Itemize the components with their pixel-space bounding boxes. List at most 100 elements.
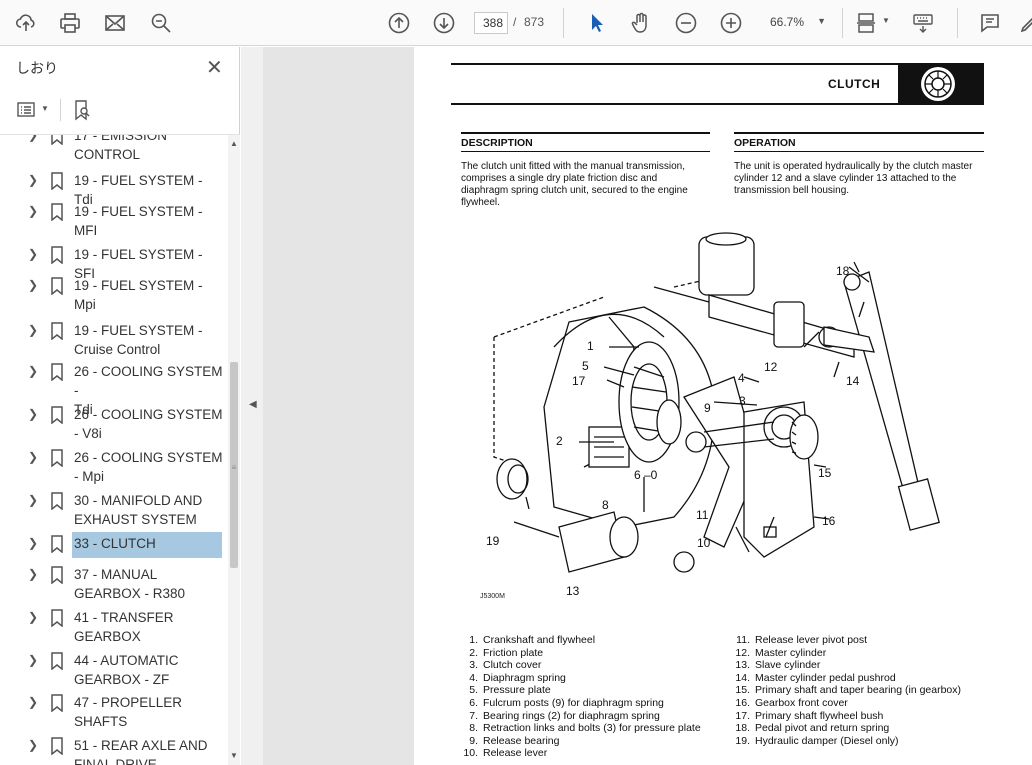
legend-text: Slave cylinder <box>755 659 821 672</box>
legend-number: 5. <box>469 684 478 697</box>
options-menu-icon[interactable] <box>14 97 42 123</box>
figure-code: J5300M <box>480 593 505 600</box>
prev-page-icon[interactable] <box>385 9 413 37</box>
section-rule <box>461 151 710 152</box>
toolbar: 388 / 873 66.7% ▼ ▼ <box>0 0 1032 46</box>
scroll-up-icon[interactable]: ▲ <box>230 139 238 148</box>
chevron-right-icon[interactable]: ❯ <box>28 536 39 550</box>
legend-item: 15.Primary shaft and taper bearing (in g… <box>734 684 1004 697</box>
legend-number: 1. <box>469 634 478 646</box>
panel-splitter[interactable]: ◀ <box>241 47 263 765</box>
chevron-right-icon[interactable]: ❯ <box>28 653 39 667</box>
bookmark-label: 26 - COOLING SYSTEM - Mpi <box>74 450 223 484</box>
scrollbar-thumb[interactable] <box>230 362 238 568</box>
bookmark-icon <box>51 363 63 381</box>
bookmark-icon <box>51 492 63 510</box>
callout-19: 19 <box>486 534 500 548</box>
section-rule <box>461 132 710 134</box>
chevron-right-icon[interactable]: ❯ <box>28 567 39 581</box>
chevron-right-icon[interactable]: ❯ <box>28 407 39 421</box>
legend-number: 8. <box>469 722 478 735</box>
print-icon[interactable] <box>56 9 84 37</box>
bookmark-label: 19 - FUEL SYSTEM - SFI <box>74 247 203 281</box>
legend-text: Master cylinder pedal pushrod <box>755 671 896 684</box>
close-icon[interactable]: ✕ <box>206 57 223 79</box>
legend-number: 19. <box>735 734 750 747</box>
legend-text: Primary shaft flywheel bush <box>755 709 884 722</box>
page-fit-icon[interactable] <box>852 9 880 37</box>
next-page-icon[interactable] <box>430 9 458 37</box>
bookmark-icon <box>51 277 63 295</box>
chevron-right-icon[interactable]: ❯ <box>28 695 39 709</box>
zoom-value: 66.7% <box>770 15 805 29</box>
legend-item: 13. Slave cylinder <box>734 659 1004 672</box>
legend-text: Release bearing <box>483 734 560 747</box>
bookmark-label: 44 - AUTOMATIC GEARBOX - ZF <box>74 653 179 687</box>
chevron-down-icon[interactable]: ▼ <box>41 104 49 113</box>
chevron-right-icon[interactable]: ❯ <box>28 610 39 624</box>
legend-text: Release lever <box>483 747 548 760</box>
bookmark-tree: ❯17 - EMISSION CONTROL❯19 - FUEL SYSTEM … <box>0 135 228 765</box>
legend-number: 13. <box>735 659 750 672</box>
comment-icon[interactable] <box>976 9 1004 37</box>
legend-item: 3.Clutch cover <box>462 659 732 672</box>
legend-number: 10. <box>463 747 478 760</box>
pdf-page: CLUTCH DESCRIPTION The clutch unit fitte… <box>414 47 1032 765</box>
callout-1: 1 <box>587 339 594 353</box>
legend-number: 9. <box>469 734 478 747</box>
panel-title: しおり <box>16 60 58 76</box>
chevron-right-icon[interactable]: ❯ <box>28 278 39 292</box>
bookmark-label: 19 - FUEL SYSTEM - Mpi <box>74 278 203 312</box>
pen-icon[interactable] <box>1016 9 1032 37</box>
hand-tool-icon[interactable] <box>627 9 655 37</box>
chevron-right-icon[interactable]: ❯ <box>28 247 39 261</box>
callout-14: 14 <box>846 374 860 388</box>
collapse-panel-icon[interactable]: ◀ <box>249 399 257 410</box>
chevron-right-icon[interactable]: ❯ <box>28 493 39 507</box>
select-cursor-icon[interactable] <box>583 9 611 37</box>
search-icon[interactable] <box>147 9 175 37</box>
mail-icon[interactable] <box>101 9 129 37</box>
legend-text: Release lever pivot post <box>755 634 868 646</box>
callout-15: 15 <box>818 466 832 480</box>
bookmark-label: 26 - COOLING SYSTEM - Tdi <box>74 364 223 417</box>
keyboard-icon[interactable] <box>909 9 937 37</box>
upload-icon[interactable] <box>12 9 40 37</box>
legend-text: Pressure plate <box>483 684 551 697</box>
section-rule <box>734 151 984 152</box>
header-rule <box>451 103 899 105</box>
legend-item: 6.Fulcrum posts (9) for diaphragm spring <box>462 697 732 710</box>
bookmark-icon <box>51 449 63 467</box>
zoom-select[interactable]: 66.7% ▼ <box>764 12 832 34</box>
legend-item: 2.Friction plate <box>462 647 732 660</box>
chevron-right-icon[interactable]: ❯ <box>28 323 39 337</box>
bookmark-label: 19 - FUEL SYSTEM - Tdi <box>74 173 203 207</box>
page-number-input[interactable]: 388 <box>474 12 508 34</box>
scroll-grip-icon: ≡ <box>231 463 237 472</box>
chevron-right-icon[interactable]: ❯ <box>28 173 39 187</box>
zoom-in-icon[interactable] <box>717 9 745 37</box>
zoom-out-icon[interactable] <box>672 9 700 37</box>
legend-number: 4. <box>469 671 478 684</box>
scroll-down-icon[interactable]: ▼ <box>230 751 238 760</box>
bookmark-label: 51 - REAR AXLE AND FINAL DRIVE <box>74 738 208 765</box>
chevron-right-icon[interactable]: ❯ <box>28 135 39 142</box>
bookmark-icon <box>51 246 63 264</box>
chevron-right-icon[interactable]: ❯ <box>28 450 39 464</box>
chevron-right-icon[interactable]: ❯ <box>28 738 39 752</box>
chevron-down-icon[interactable]: ▼ <box>882 16 890 25</box>
document-viewport[interactable]: CLUTCH DESCRIPTION The clutch unit fitte… <box>263 47 1032 765</box>
legend-text: Bearing rings (2) for diaphragm spring <box>483 709 660 722</box>
toolbar-divider <box>957 8 958 38</box>
legend-number: 6. <box>469 696 478 709</box>
legend-item: 5. Pressure plate <box>462 684 732 697</box>
find-bookmark-icon[interactable] <box>68 97 96 123</box>
callout-17: 17 <box>572 374 586 388</box>
legend-number: 18. <box>735 722 750 735</box>
panel-tools-divider <box>60 99 61 121</box>
chevron-right-icon[interactable]: ❯ <box>28 364 39 378</box>
page-separator: / <box>513 15 517 29</box>
legend-item: 4.Diaphragm spring <box>462 672 732 685</box>
chevron-right-icon[interactable]: ❯ <box>28 204 39 218</box>
bookmark-icon <box>51 203 63 221</box>
